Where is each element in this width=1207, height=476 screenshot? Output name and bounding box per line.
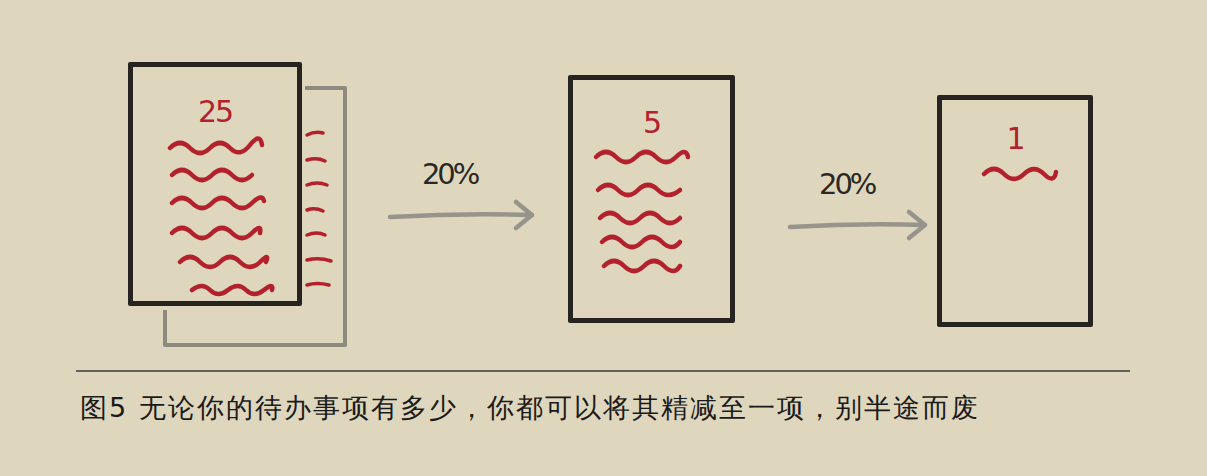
figure-caption: 图5 无论你的待办事项有多少，你都可以将其精减至一项，别半途而废 (80, 386, 1125, 430)
task-squiggles (170, 139, 272, 295)
edge-label: 20% (422, 157, 477, 191)
reduction-arrow (790, 212, 925, 238)
reduction-arrow (390, 202, 532, 228)
task-squiggles (596, 152, 688, 271)
task-count: 1 (1006, 122, 1023, 156)
list-sheet: 5 (568, 75, 735, 323)
task-count: 25 (198, 95, 232, 129)
back-sheet (165, 88, 345, 345)
task-squiggle (984, 169, 1056, 179)
caption-rule (76, 370, 1130, 372)
list-sheet: 25 (128, 62, 302, 306)
task-count: 5 (643, 106, 660, 140)
list-sheet: 1 (937, 95, 1093, 327)
back-sheet-ticks (307, 132, 331, 285)
edge-label: 20% (819, 167, 874, 201)
